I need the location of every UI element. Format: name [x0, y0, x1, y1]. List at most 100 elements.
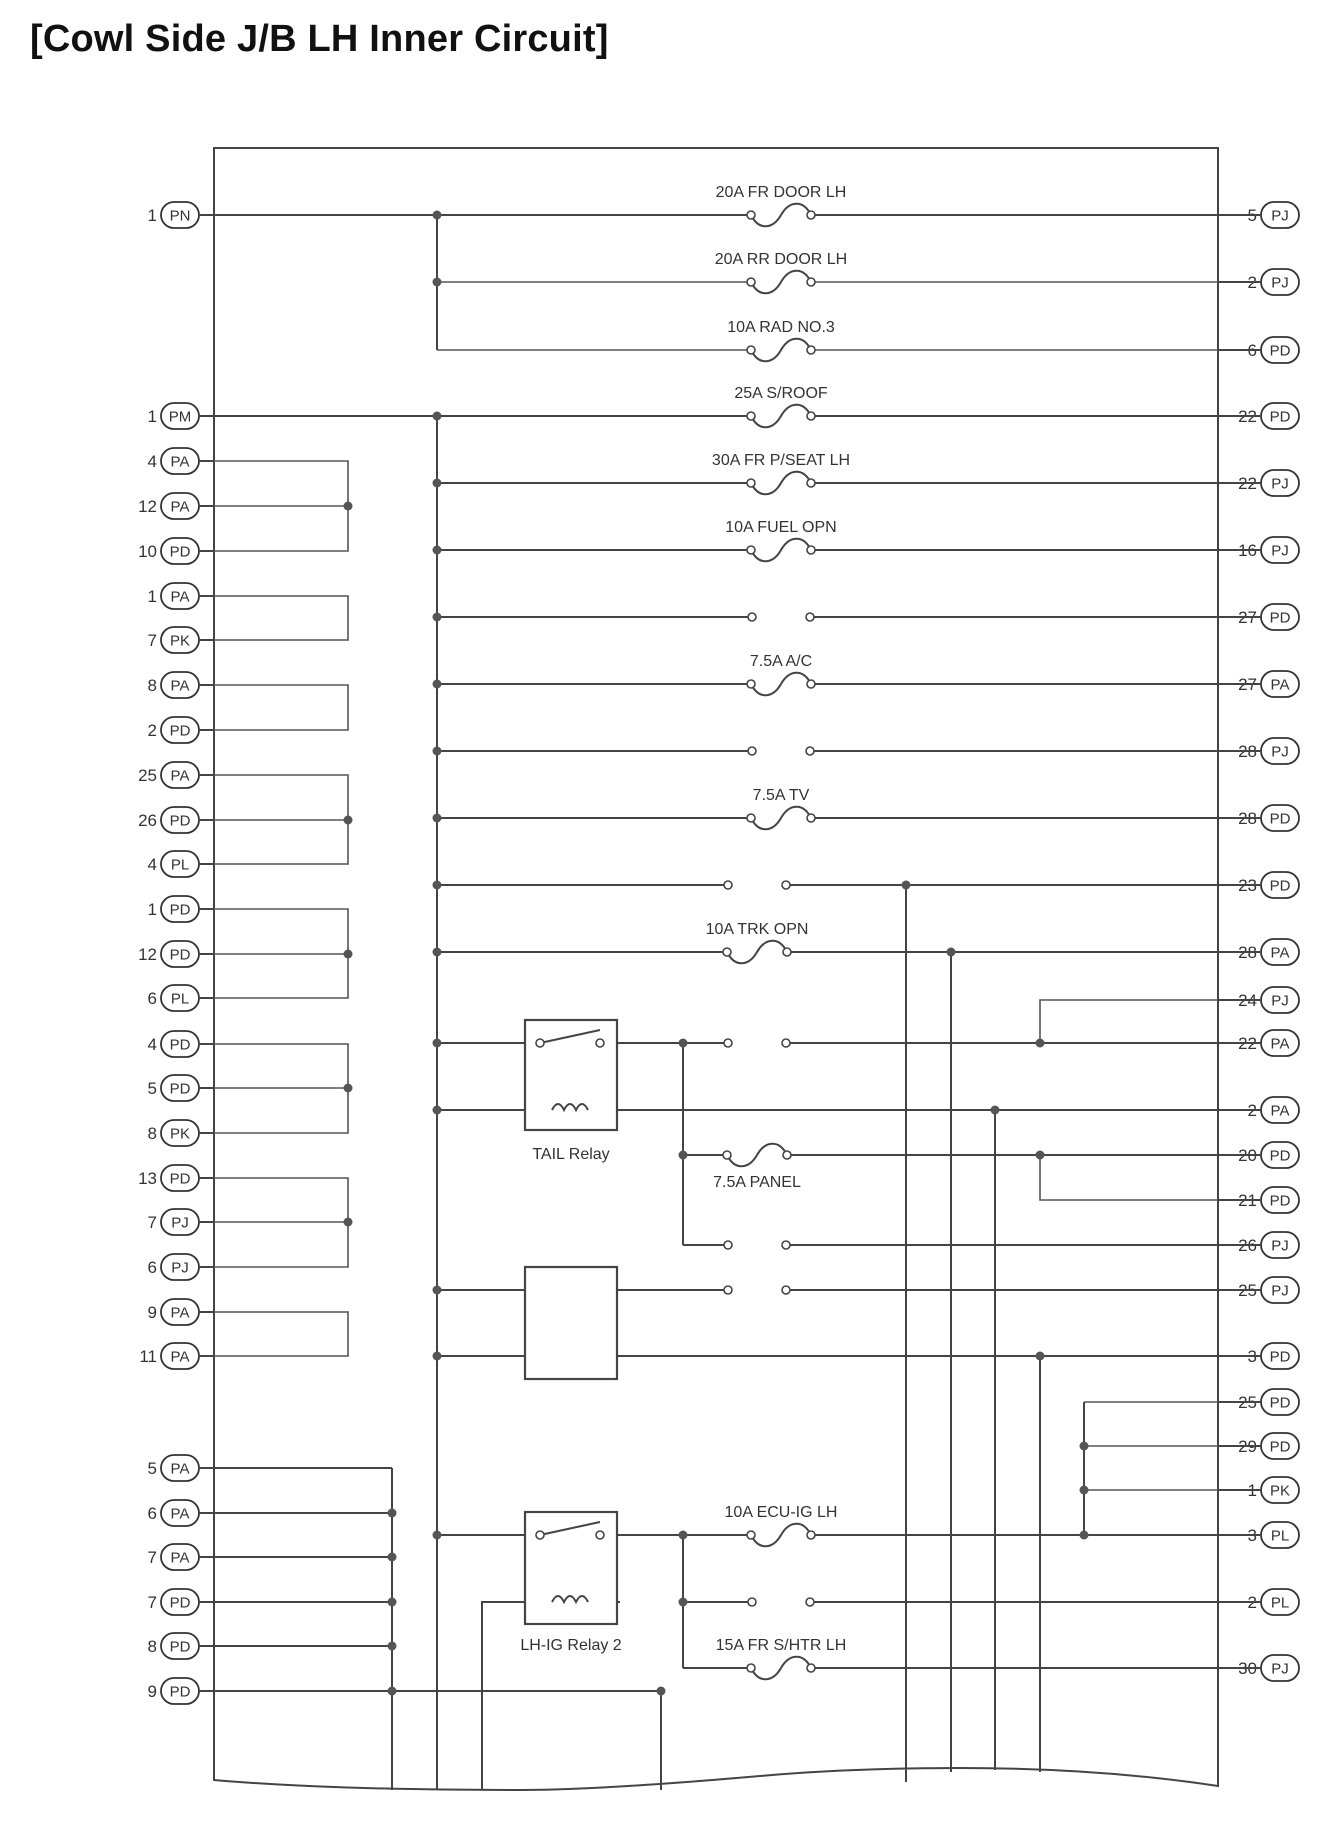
left-pin-7: PK7 — [148, 626, 214, 654]
left-pin-9: PD2 — [148, 716, 214, 744]
connector-code: PJ — [171, 1215, 189, 1232]
pin-number: 6 — [148, 1258, 157, 1277]
connector-code: PD — [170, 947, 191, 964]
right-connector-pins: PJ5PJ2PD6PD22PJ22PJ16PD27PA27PJ28PD28PD2… — [1218, 201, 1300, 1682]
left-pin-28: PD 8 — [148, 1632, 214, 1660]
left-pin-21: PJ6 — [148, 1253, 214, 1281]
fuse-1: 20A FR DOOR LH — [716, 184, 846, 228]
left-pin-12: PL4 — [148, 850, 214, 878]
pin-number: 1 — [148, 587, 157, 606]
connector-code: PJ — [1271, 1283, 1289, 1300]
connector-code: PK — [170, 1126, 190, 1143]
connector-code: PA — [171, 1349, 190, 1366]
tail-relay-label: TAIL Relay — [532, 1146, 609, 1163]
connector-code: PJ — [1271, 208, 1289, 225]
page-title: [Cowl Side J/B LH Inner Circuit] — [30, 18, 609, 60]
tail-relay: TAIL Relay — [523, 1018, 619, 1163]
left-pin-13: PD1 — [148, 895, 214, 923]
fuse-11: 10A ECU-IG LH — [725, 1504, 837, 1548]
left-pin-2: PM1 — [148, 402, 214, 430]
fuse-6: 10A FUEL OPN — [725, 519, 837, 563]
connector-code: PD — [170, 1684, 191, 1701]
connector-code: PD — [170, 1171, 191, 1188]
fuse-9: 10A TRK OPN — [706, 921, 808, 965]
left-pin-15: PL6 — [148, 984, 214, 1012]
pin-number: 9 — [148, 1682, 157, 1701]
lh-ig-relay-2: LH-IG Relay 2 — [520, 1510, 622, 1654]
connector-code: PJ — [1271, 993, 1289, 1010]
left-connector-pins: PN1PM1PA4PA12PD10PA1PK7PA8PD2PA25PD26PL4… — [138, 201, 214, 1705]
connector-code: PD — [170, 1037, 191, 1054]
connector-code: PA — [171, 1305, 190, 1322]
left-pin-1: PN1 — [148, 201, 214, 229]
lh-ig-relay-2-label: LH-IG Relay 2 — [520, 1637, 621, 1654]
pin-number: 6 — [148, 1504, 157, 1523]
pin-number: 12 — [138, 497, 157, 516]
pin-number: 8 — [148, 1637, 157, 1656]
fuse-2: 20A RR DOOR LH — [715, 251, 847, 295]
right-pin-23: PK1 — [1218, 1476, 1300, 1504]
pin-number: 7 — [148, 1548, 157, 1567]
fuse-label: 20A RR DOOR LH — [715, 251, 847, 268]
right-pin-20: PD3 — [1218, 1342, 1300, 1370]
left-pin-26: PA7 — [148, 1543, 214, 1571]
fuse-8: 7.5A TV — [746, 787, 816, 831]
connector-code: PJ — [1271, 543, 1289, 560]
connector-code: PD — [1270, 610, 1291, 627]
fuse-label: 10A FUEL OPN — [725, 519, 836, 536]
connector-code: PD — [1270, 1395, 1291, 1412]
pin-number: 8 — [148, 1124, 157, 1143]
connector-code: PD — [1270, 409, 1291, 426]
pin-number: 1 — [148, 900, 157, 919]
connector-code: PJ — [1271, 1661, 1289, 1678]
pin-number: 8 — [148, 676, 157, 695]
fuse-4: 25A S/ROOF — [734, 385, 828, 429]
empty-fuse-slots — [723, 612, 815, 1607]
connector-code: PD — [170, 813, 191, 830]
junction-dots — [343, 210, 1089, 1696]
connector-code: PD — [1270, 1439, 1291, 1456]
pin-number: 4 — [148, 855, 157, 874]
left-pin-22: PA9 — [148, 1298, 214, 1326]
connector-code: PJ — [1271, 1238, 1289, 1255]
fuse-label: 15A FR S/HTR LH — [716, 1637, 847, 1654]
pin-number: 2 — [148, 721, 157, 740]
left-pin-16: PD4 — [148, 1030, 214, 1058]
connector-code: PM — [169, 409, 192, 426]
connector-code: PJ — [1271, 744, 1289, 761]
right-pin-1: PJ5 — [1218, 201, 1300, 229]
left-pin-24: PA5 — [148, 1454, 214, 1482]
pin-number: 7 — [148, 1593, 157, 1612]
connector-code: PL — [171, 991, 189, 1008]
fuse-label: 7.5A A/C — [750, 653, 812, 670]
pin-number: 5 — [148, 1459, 157, 1478]
fuse-label: 25A S/ROOF — [734, 385, 828, 402]
connector-code: PD — [170, 1639, 191, 1656]
connector-code: PA — [171, 1506, 190, 1523]
pin-number: 1 — [148, 206, 157, 225]
pin-number: 11 — [139, 1347, 157, 1366]
connector-code: PA — [171, 678, 190, 695]
fuse-3: 10A RAD NO.3 — [727, 319, 835, 363]
pin-number: 7 — [148, 631, 157, 650]
fuse-group: 20A FR DOOR LH 20A RR DOOR LH 10A RAD NO.3… — [706, 184, 850, 1681]
connector-code: PJ — [1271, 275, 1289, 292]
left-pin-27: PD7 — [148, 1588, 214, 1616]
connector-code: PD — [170, 544, 191, 561]
